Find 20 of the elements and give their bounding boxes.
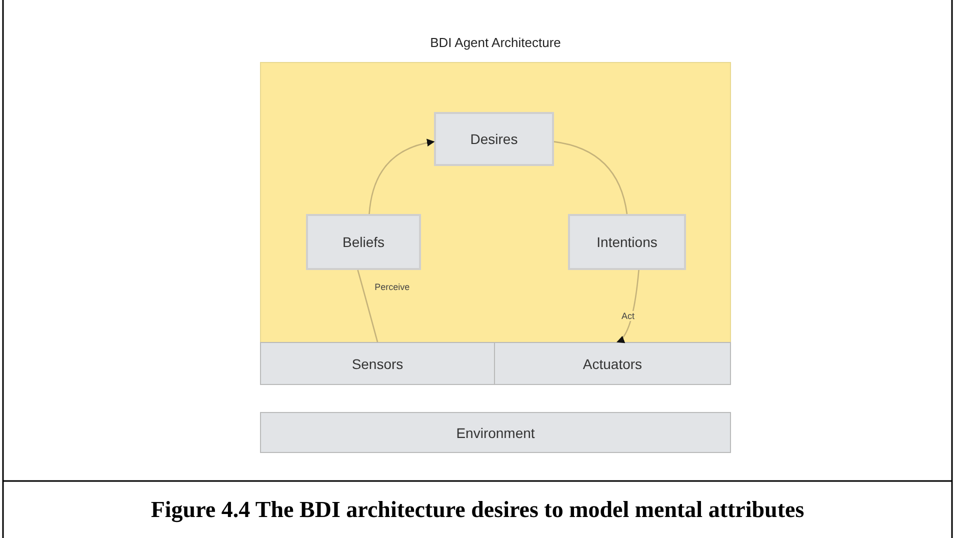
box-label: Desires [470, 131, 518, 147]
box-label: Sensors [352, 356, 404, 372]
arrow [616, 270, 640, 343]
edge-label: Act [620, 311, 636, 321]
box-label: Beliefs [342, 234, 385, 250]
edge-label: Perceive [374, 282, 411, 292]
actuators-bar [494, 342, 731, 385]
desires-box [434, 112, 554, 166]
arrow [368, 139, 435, 214]
sensors-bar [260, 342, 495, 385]
figure-caption: Figure 4.4 The BDI architecture desires to model mental attributes [150, 497, 806, 523]
connector-line [357, 270, 378, 342]
environment-bar [260, 412, 731, 453]
beliefs-box [306, 214, 421, 270]
intentions-box [568, 214, 686, 270]
panel-heading: BDI Agent Architecture [429, 35, 562, 50]
box-label: Environment [456, 424, 535, 440]
box-label: Actuators [582, 356, 642, 372]
box-label: Intentions [596, 234, 658, 250]
connector-line [554, 141, 628, 214]
